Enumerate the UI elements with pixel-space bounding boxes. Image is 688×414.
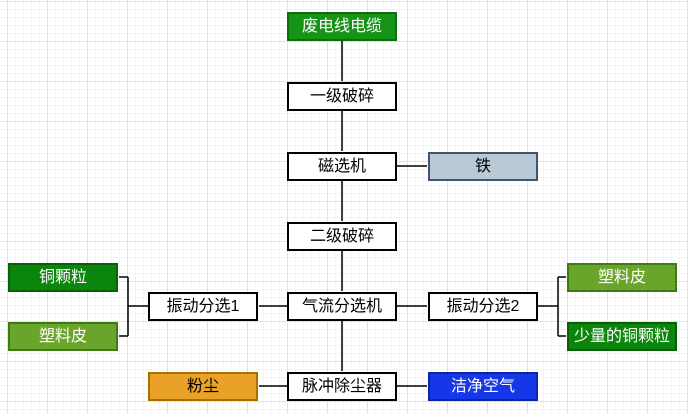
- edge-vibration2-branch: [538, 277, 559, 336]
- node-vibration-sorter-1: 振动分选1: [148, 292, 258, 321]
- edge-vibration1-branch: [127, 277, 148, 336]
- node-clean-air: 洁净空气: [428, 372, 538, 401]
- node-vibration-sorter-2: 振动分选2: [428, 292, 538, 321]
- node-plastic-skin-left: 塑料皮: [8, 322, 118, 351]
- node-magnetic-separator: 磁选机: [287, 152, 397, 181]
- node-waste-cable: 废电线电缆: [287, 12, 397, 41]
- node-small-copper-granules: 少量的铜颗粒: [567, 322, 677, 351]
- node-air-flow-separator: 气流分选机: [287, 292, 397, 321]
- node-primary-crush: 一级破碎: [287, 82, 397, 111]
- node-secondary-crush: 二级破碎: [287, 222, 397, 251]
- node-pulse-dust-collector: 脉冲除尘器: [287, 372, 397, 401]
- node-copper-granules: 铜颗粒: [8, 263, 118, 292]
- node-plastic-skin-right: 塑料皮: [567, 263, 677, 292]
- node-dust: 粉尘: [148, 372, 258, 401]
- node-iron: 铁: [428, 152, 538, 181]
